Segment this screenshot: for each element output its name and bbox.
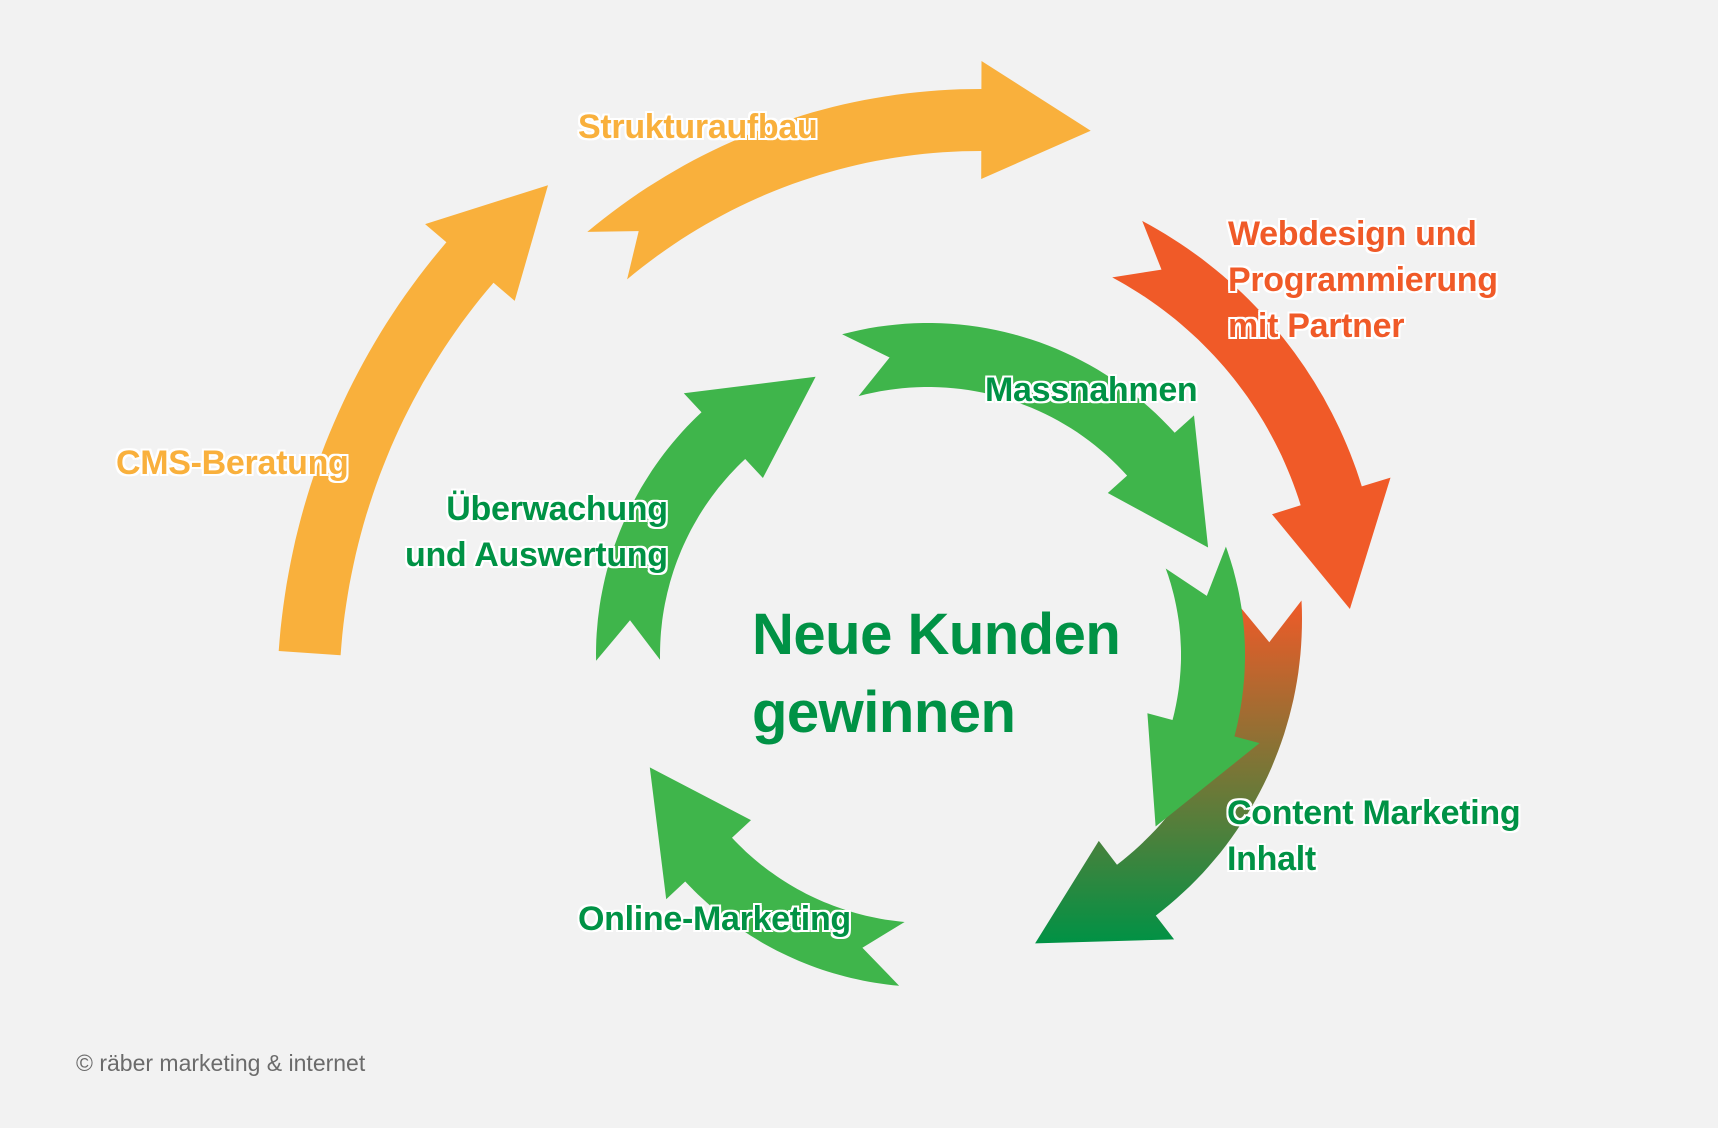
ueberwachung-label: Überwachung und Auswertung xyxy=(405,486,668,578)
content-marketing-label-line-1: Content Marketing xyxy=(1227,794,1521,832)
strukturaufbau-label: Strukturaufbau xyxy=(578,108,818,146)
center-title-line-2: gewinnen xyxy=(752,680,1016,745)
cms-beratung-label: CMS-Beratung xyxy=(116,444,349,482)
copyright-notice: © räber marketing & internet xyxy=(76,1050,366,1076)
webdesign-label: Webdesign und Programmierung mit Partner xyxy=(1228,211,1498,349)
webdesign-label-line-2: Programmierung xyxy=(1228,261,1498,299)
massnahmen-arrow xyxy=(842,323,1209,548)
content-marketing-label-line-2: Inhalt xyxy=(1227,840,1316,878)
inner-right-arrow xyxy=(1147,546,1260,827)
ueberwachung-label-line-2: und Auswertung xyxy=(405,536,668,574)
webdesign-label-line-1: Webdesign und xyxy=(1228,215,1477,253)
center-title-line-1: Neue Kunden xyxy=(752,602,1121,667)
content-marketing-label: Content Marketing Inhalt xyxy=(1227,790,1521,882)
webdesign-arrow xyxy=(1112,220,1391,609)
strukturaufbau-arrow xyxy=(587,61,1091,280)
online-marketing-label: Online-Marketing xyxy=(578,900,851,938)
massnahmen-label: Massnahmen xyxy=(985,371,1198,409)
cms-beratung-arrow xyxy=(278,185,548,656)
webdesign-label-line-3: mit Partner xyxy=(1228,307,1405,345)
online-marketing-arrow xyxy=(649,767,905,986)
ueberwachung-arrow xyxy=(596,376,816,661)
center-title: Neue Kunden gewinnen xyxy=(752,596,1121,752)
ueberwachung-label-line-1: Überwachung xyxy=(446,490,668,528)
